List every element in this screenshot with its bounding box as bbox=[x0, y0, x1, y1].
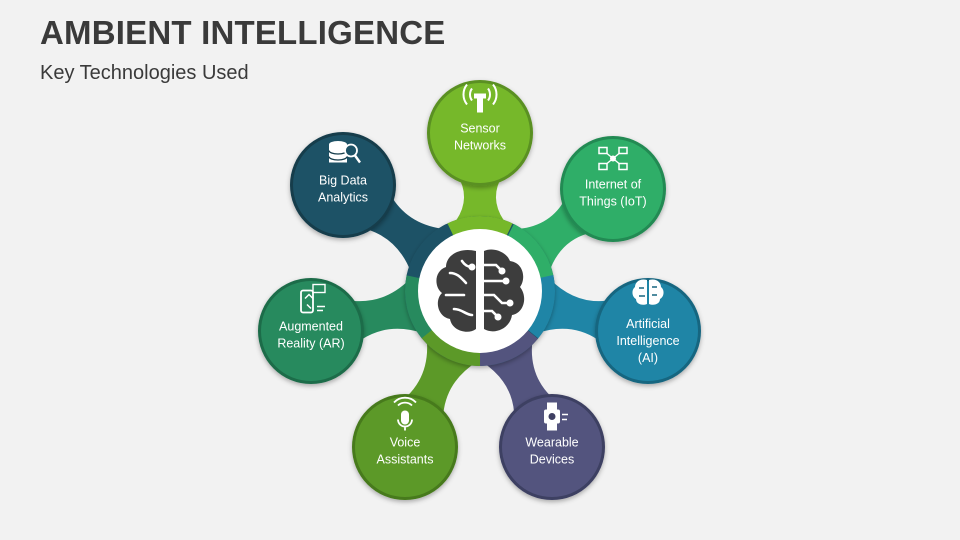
ar-phone-icon bbox=[300, 283, 326, 314]
hub bbox=[405, 216, 555, 366]
node-iot: Internet of Things (IoT) bbox=[560, 136, 666, 242]
node-label-line: Augmented bbox=[279, 320, 343, 334]
brain-circuit-icon bbox=[436, 249, 525, 332]
node-label-line: Reality (AR) bbox=[277, 337, 344, 351]
connector-sensor-networks bbox=[452, 180, 508, 226]
node-label-line: Voice bbox=[390, 436, 421, 450]
node-label-line: Devices bbox=[530, 453, 574, 467]
connector-iot bbox=[514, 201, 588, 274]
microphone-icon bbox=[393, 396, 417, 431]
node-label-line: Things (IoT) bbox=[579, 195, 646, 209]
connector-big-data bbox=[367, 197, 446, 274]
antenna-icon bbox=[462, 83, 498, 113]
database-search-icon bbox=[328, 141, 361, 164]
node-label-line: Big Data bbox=[319, 174, 367, 188]
network-devices-icon bbox=[598, 146, 628, 171]
brain-icon bbox=[632, 279, 664, 305]
hub-center bbox=[418, 229, 542, 353]
node-label-line: Artificial bbox=[626, 317, 670, 331]
node-label-line: (AI) bbox=[638, 351, 658, 365]
node-label-iot: Internet of Things (IoT) bbox=[579, 178, 646, 209]
node-label-line: Analytics bbox=[318, 191, 368, 205]
node-label-line: Wearable bbox=[525, 436, 578, 450]
node-label-line: Intelligence bbox=[616, 334, 679, 348]
node-label-line: Sensor bbox=[460, 122, 500, 136]
page-subtitle: Key Technologies Used bbox=[40, 62, 249, 84]
node-label-line: Assistants bbox=[377, 453, 434, 467]
node-label-line: Networks bbox=[454, 139, 506, 153]
node-label-line: Internet of bbox=[585, 178, 642, 192]
smartwatch-icon bbox=[544, 402, 568, 431]
page-title: AMBIENT INTELLIGENCE bbox=[40, 14, 446, 51]
